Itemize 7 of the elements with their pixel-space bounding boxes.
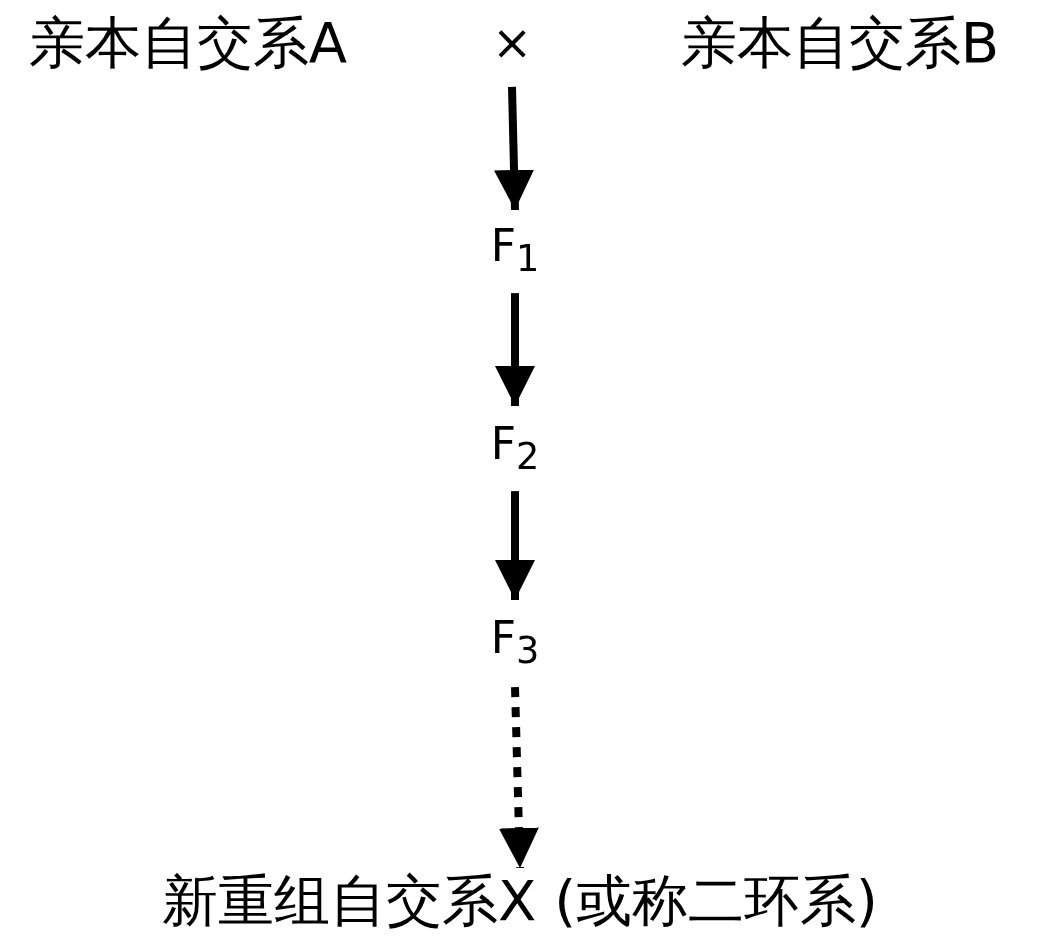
result-label: 新重组自交系X (或称二环系) bbox=[162, 870, 878, 932]
generation-label: F$_{2}$ bbox=[490, 420, 540, 478]
generation-label: F$_{3}$ bbox=[490, 614, 540, 672]
parent-label: 亲本自交系A bbox=[28, 12, 348, 74]
parent-label: 亲本自交系B bbox=[680, 12, 1000, 74]
generation-label: F$_{1}$ bbox=[490, 222, 540, 280]
cross-symbol: × bbox=[491, 16, 533, 69]
